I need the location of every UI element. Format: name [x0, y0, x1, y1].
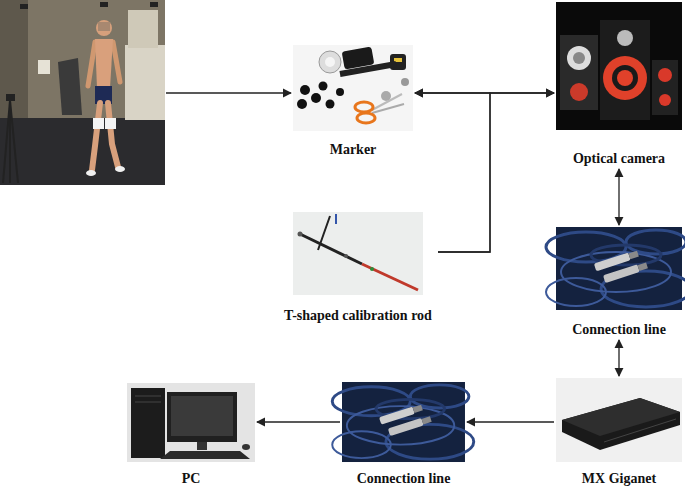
node-caption: PC [182, 471, 201, 487]
calibration-rod-picture [293, 212, 423, 295]
marker-kit-picture [293, 45, 413, 131]
caption-row: Connection line [342, 470, 465, 487]
connector-arrow [618, 340, 619, 376]
node-caption: T-shaped calibration rod [284, 308, 432, 324]
giganet-box-picture [556, 378, 682, 462]
picture-area [556, 378, 682, 462]
picture-area [342, 382, 465, 462]
device-node: PC [127, 383, 255, 487]
flow-arrow [166, 92, 291, 93]
caption-row: Marker [293, 141, 413, 158]
cable-picture [332, 382, 474, 462]
walking-subject-photo [0, 0, 165, 185]
node-caption: Connection line [572, 322, 666, 338]
device-node: Optical camera [556, 2, 682, 167]
picture-area [127, 383, 255, 462]
picture-area [556, 227, 682, 310]
device-node: T-shaped calibration rod [280, 212, 436, 324]
connector-arrow [415, 93, 490, 252]
pc-picture [127, 383, 255, 462]
node-caption: Connection line [357, 471, 451, 487]
node-caption: Marker [330, 142, 377, 158]
connector-arrow [467, 421, 554, 422]
node-caption: Optical camera [573, 151, 665, 167]
device-node: Marker [293, 45, 413, 158]
caption-row: MX Giganet [556, 470, 682, 487]
picture-area [293, 212, 423, 295]
camera-picture [556, 2, 682, 130]
device-node: Connection line [342, 382, 465, 487]
caption-row: PC [127, 470, 255, 487]
caption-row: Connection line [556, 321, 682, 338]
caption-row: Optical camera [556, 150, 682, 167]
connector-arrow [438, 93, 554, 252]
connector-arrow [618, 169, 619, 225]
picture-area [293, 45, 413, 131]
picture-area [556, 2, 682, 130]
node-caption: MX Giganet [582, 471, 656, 487]
cable-picture [546, 227, 685, 310]
caption-row: T-shaped calibration rod [280, 307, 436, 324]
connector-arrow [257, 421, 340, 422]
device-node: Connection line [556, 227, 682, 338]
device-node: MX Giganet [556, 378, 682, 487]
